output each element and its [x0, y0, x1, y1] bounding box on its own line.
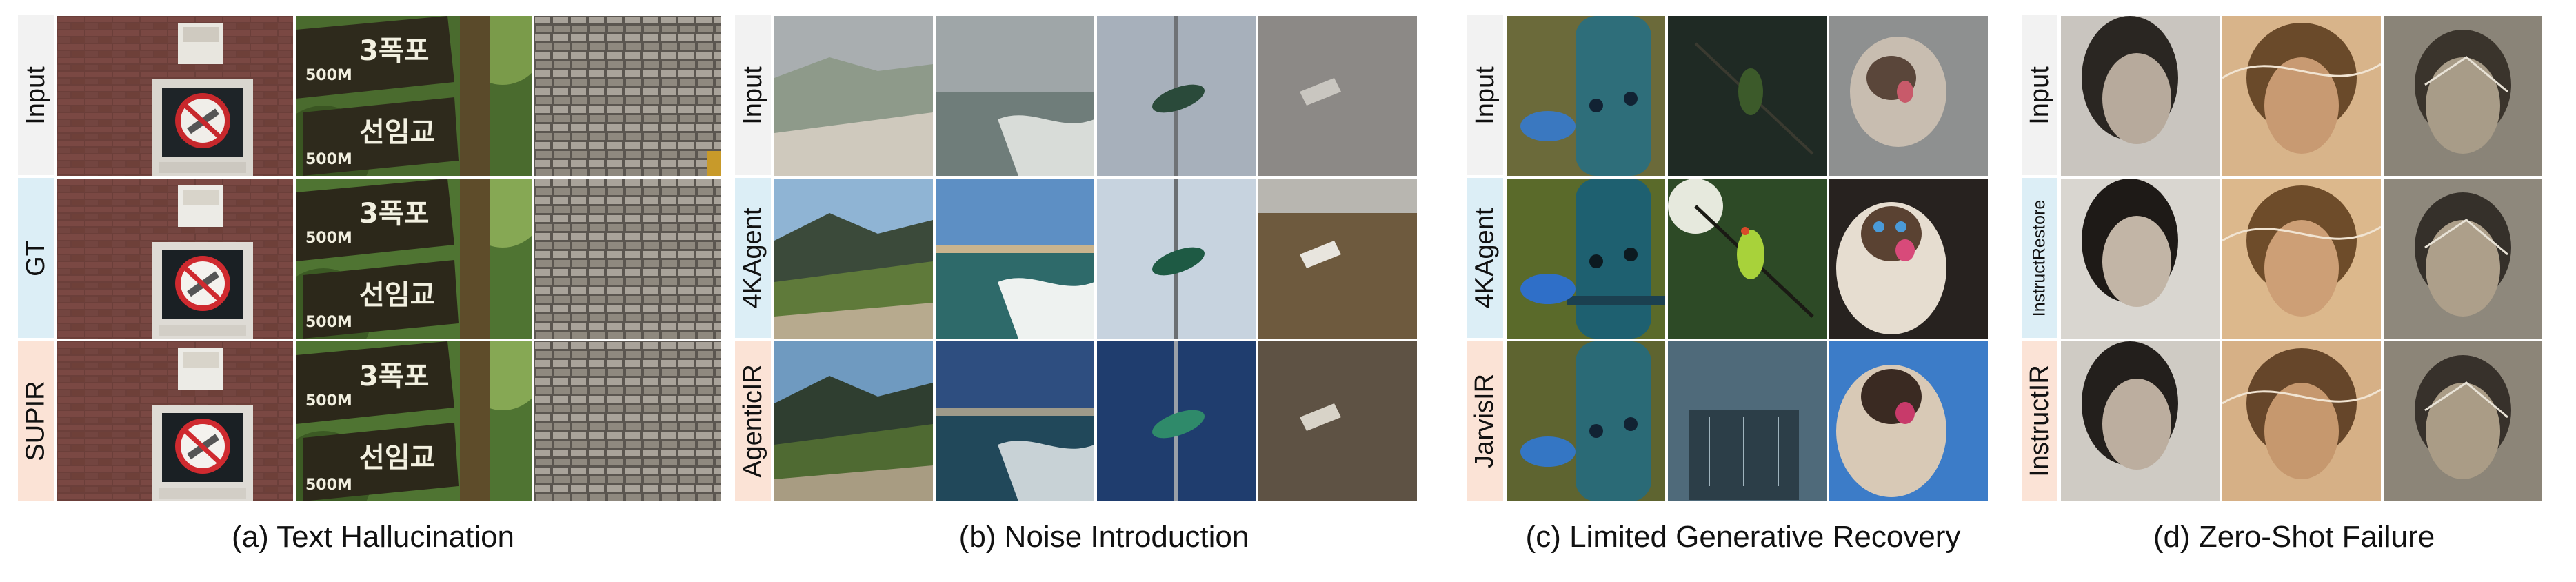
image-brick-sign-supir: [57, 341, 294, 502]
image-signpost-gt: 3폭포 500M 선임교 500M: [295, 178, 532, 339]
panel-noise-introduction: Input 4KAgent AgenticIR (b) Noise Introd…: [735, 0, 1445, 582]
sign-word-2: 500M: [305, 230, 352, 247]
image-plaque-agenticir: [1258, 341, 1418, 502]
row-label-instructir: InstructIR: [2022, 341, 2057, 501]
image-cat-4kagent: [1829, 178, 1989, 339]
image-brick-sign-gt: [57, 178, 294, 339]
caption: (d) Zero-Shot Failure: [2153, 520, 2435, 554]
image-mountain-input: [774, 15, 934, 177]
image-signpost-supir: 3폭포 500M 선임교 500M: [295, 341, 532, 502]
row-label-gt: GT: [18, 178, 54, 338]
image-facade-input: [534, 15, 721, 177]
row-label-4kagent: 4KAgent: [1467, 178, 1503, 338]
image-greenbird-4kagent: [1667, 178, 1827, 339]
row-label-jarvisir: JarvisIR: [1467, 341, 1503, 501]
row-label-input: Input: [18, 15, 54, 175]
row-label-4kagent: 4KAgent: [735, 178, 771, 338]
sign-word-2: 500M: [305, 392, 352, 410]
row-label-input: Input: [735, 15, 771, 175]
image-signpost-input: 3폭포 500M 선임교 500M: [295, 15, 532, 177]
panel-text-hallucination: Input GT SUPIR: [18, 0, 728, 582]
sign-word-3: 선임교: [359, 442, 436, 474]
sign-word-4: 500M: [305, 151, 352, 168]
row-label-input: Input: [2022, 15, 2057, 175]
image-bluebird-input: [1506, 15, 1666, 177]
image-facade-supir: [534, 341, 721, 502]
image-sea-4kagent: [935, 178, 1095, 339]
panel-zero-shot-failure: Input InstructRestore InstructIR (d) Zer…: [2022, 0, 2566, 582]
image-mountain-agenticir: [774, 341, 934, 502]
image-bluebird-jarvisir: [1506, 341, 1666, 502]
caption: (b) Noise Introduction: [958, 520, 1249, 554]
panel-limited-generative-recovery: Input 4KAgent JarvisIR (c) Limited Gener…: [1467, 0, 2019, 582]
row-label-instructrestore: InstructRestore: [2022, 178, 2057, 338]
image-woman-input: [2060, 15, 2220, 177]
image-cat-jarvisir: [1829, 341, 1989, 502]
image-girl-instructrestore: [2222, 178, 2382, 339]
image-woman-instructir: [2060, 341, 2220, 502]
image-girl-input: [2222, 15, 2382, 177]
image-bluebird-4kagent: [1506, 178, 1666, 339]
image-plaque-4kagent: [1258, 178, 1418, 339]
image-girl-instructir: [2222, 341, 2382, 502]
image-boy-instructir: [2383, 341, 2543, 502]
caption: (a) Text Hallucination: [231, 520, 515, 554]
image-boy-input: [2383, 15, 2543, 177]
image-cat-input: [1829, 15, 1989, 177]
sign-word-1: 3폭포: [359, 198, 430, 230]
image-mountain-4kagent: [774, 178, 934, 339]
sign-word-4: 500M: [305, 314, 352, 331]
image-sea-agenticir: [935, 341, 1095, 502]
image-beetle-agenticir: [1096, 341, 1256, 502]
sign-word-3: 선임교: [359, 117, 436, 148]
sign-word-2: 500M: [305, 67, 352, 84]
image-facade-gt: [534, 178, 721, 339]
row-label-input: Input: [1467, 15, 1503, 175]
row-label-supir: SUPIR: [18, 341, 54, 501]
image-greenbird-input: [1667, 15, 1827, 177]
row-label-agenticir: AgenticIR: [735, 341, 771, 501]
image-plaque-input: [1258, 15, 1418, 177]
sign-word-4: 500M: [305, 476, 352, 494]
caption: (c) Limited Generative Recovery: [1525, 520, 1961, 554]
image-boy-instructrestore: [2383, 178, 2543, 339]
sign-word-1: 3폭포: [359, 361, 430, 392]
image-beetle-4kagent: [1096, 178, 1256, 339]
image-greenbird-jarvisir: [1667, 341, 1827, 502]
image-beetle-input: [1096, 15, 1256, 177]
image-brick-sign-input: [57, 15, 294, 177]
image-sea-input: [935, 15, 1095, 177]
image-woman-instructrestore: [2060, 178, 2220, 339]
sign-word-1: 3폭포: [359, 35, 430, 67]
sign-word-3: 선임교: [359, 279, 436, 311]
